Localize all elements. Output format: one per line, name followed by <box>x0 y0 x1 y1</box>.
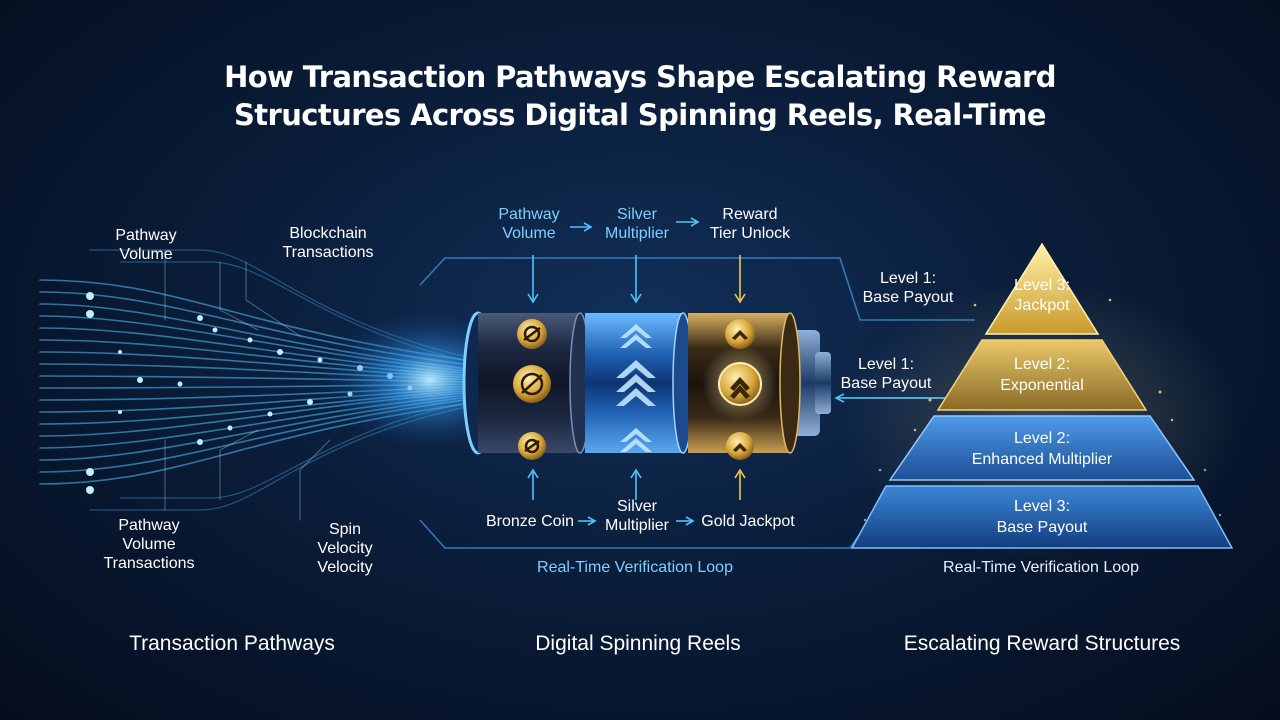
reel-gold <box>688 312 801 460</box>
page-title: How Transaction Pathways Shape Escalatin… <box>0 58 1280 134</box>
label-line: Volume <box>119 246 173 263</box>
tier-name: Exponential <box>1000 377 1084 394</box>
label-line: Level 1: <box>879 270 937 287</box>
label-line: Tier Unlock <box>709 225 791 242</box>
pyramid-label-tier-4: Level 3: Base Payout <box>972 496 1112 538</box>
label-bronze-coin: Bronze Coin <box>485 513 575 530</box>
tier-level: Level 3: <box>1013 498 1071 515</box>
tier-name: Jackpot <box>1014 297 1070 314</box>
label-line: Transactions <box>103 555 195 572</box>
label-line: Spin <box>328 521 362 538</box>
label-reel-verification-loop: Real-Time Verification Loop <box>537 559 733 576</box>
title-line-2: Structures Across Digital Spinning Reels… <box>234 98 1047 132</box>
label-reel-silver-multiplier-top: Silver Multiplier <box>592 205 682 243</box>
label-line: Velocity <box>317 559 373 576</box>
label-line: Volume <box>502 225 556 242</box>
label-reel-pathway-volume: Pathway Volume <box>487 205 571 243</box>
tier-level: Level 2: <box>1013 430 1071 447</box>
footer-transaction-pathways: Transaction Pathways <box>129 632 335 655</box>
label-connector-upper: Level 1: Base Payout <box>852 269 964 307</box>
tier-level: Level 3: <box>1013 277 1071 294</box>
footer-escalating-reward-structures: Escalating Reward Structures <box>903 632 1181 655</box>
label-line: Pathway <box>115 227 177 244</box>
label-line: Multiplier <box>604 517 669 534</box>
label-pathway-volume-top: Pathway Volume <box>100 226 192 264</box>
tier-level: Level 2: <box>1013 356 1071 373</box>
tier-name: Base Payout <box>996 519 1088 536</box>
spinning-reels <box>462 311 831 460</box>
pyramid-label-tier-1: Level 3: Jackpot <box>992 276 1092 316</box>
label-pathway-volume-transactions: Pathway Volume Transactions <box>92 516 206 573</box>
label-line: Silver <box>616 206 657 223</box>
label-line: Base Payout <box>840 375 932 392</box>
label-line: Volume <box>122 536 176 553</box>
label-line: Blockchain <box>289 225 367 242</box>
pyramid-tier-exponential <box>936 339 1148 411</box>
label-line: Velocity <box>317 540 373 557</box>
reward-pyramid <box>842 242 1242 560</box>
label-pyramid-verification-loop: Real-Time Verification Loop <box>943 559 1139 576</box>
pyramid-tier-base <box>850 485 1234 549</box>
pyramid-label-tier-2: Level 2: Exponential <box>962 354 1122 396</box>
label-reel-silver-multiplier-bottom: Silver Multiplier <box>595 497 679 535</box>
label-line: Level 1: <box>857 356 915 373</box>
reel-bronze <box>478 312 591 460</box>
pyramid-label-tier-3: Level 2: Enhanced Multiplier <box>942 428 1142 470</box>
label-line: Reward <box>722 206 778 223</box>
label-line: Pathway <box>118 517 180 534</box>
label-line: Transactions <box>282 244 374 261</box>
title-line-1: How Transaction Pathways Shape Escalatin… <box>224 60 1056 94</box>
label-gold-jackpot: Gold Jackpot <box>701 513 795 530</box>
footer-digital-spinning-reels: Digital Spinning Reels <box>535 632 741 655</box>
label-line: Base Payout <box>862 289 954 306</box>
label-spin-velocity: Spin Velocity Velocity <box>305 520 385 577</box>
tier-name: Enhanced Multiplier <box>971 451 1113 468</box>
pathway-nodes <box>86 292 413 494</box>
label-reward-tier-unlock: Reward Tier Unlock <box>698 205 802 243</box>
label-blockchain-transactions: Blockchain Transactions <box>268 224 388 262</box>
label-connector-middle: Level 1: Base Payout <box>830 355 942 393</box>
label-line: Multiplier <box>604 225 669 242</box>
pyramid-tier-jackpot <box>984 242 1100 335</box>
reel-silver <box>585 312 694 454</box>
label-line: Pathway <box>498 206 560 223</box>
label-line: Silver <box>616 498 657 515</box>
pyramid-tier-enhanced <box>888 415 1196 481</box>
